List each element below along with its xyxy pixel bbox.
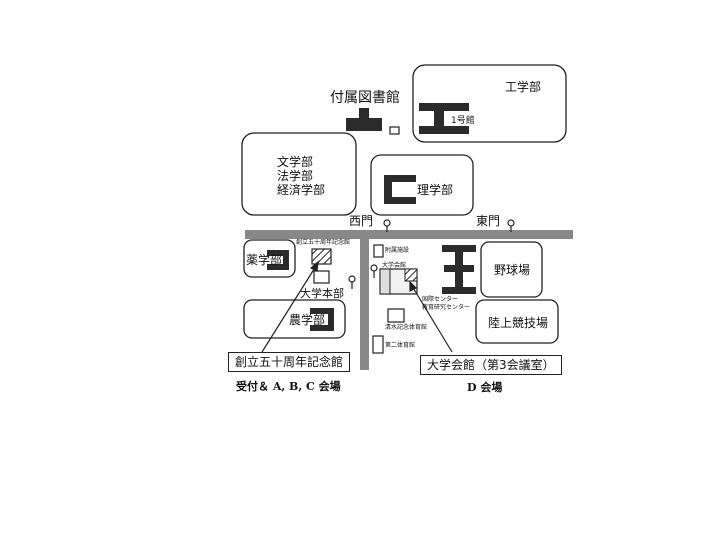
- east-building: [442, 245, 476, 294]
- roads: [245, 230, 573, 370]
- east-gate-marker: [507, 219, 515, 232]
- memorial-hall-building: [311, 248, 332, 265]
- agriculture-building: [310, 308, 334, 331]
- student-hall-building: [379, 268, 418, 295]
- engineering-label: 工学部: [505, 80, 542, 94]
- main-road-horizontal: [245, 230, 573, 239]
- shimizu-hall-building: [387, 308, 405, 323]
- student-hall-leader-line: [411, 285, 453, 353]
- track-area: [475, 299, 559, 344]
- memorial-arrowhead: [309, 260, 319, 272]
- shimizu-hall-label: 清水記念体育館: [385, 324, 428, 331]
- building-no1-label: 1号館: [451, 116, 475, 126]
- science-area: [370, 154, 474, 216]
- pharmacy-area: [243, 239, 296, 278]
- humanities-labels: 文学部 法学部 経済学部: [277, 155, 325, 197]
- memorial-venue-label: 受付＆ A, B, C 会場: [236, 380, 341, 393]
- memorial-leader-line: [261, 265, 317, 353]
- admin-marker: [348, 275, 356, 289]
- library-building: [346, 108, 382, 131]
- library-annex: [389, 126, 400, 135]
- humanities-area: [241, 132, 357, 216]
- letters-label: 文学部: [277, 155, 314, 169]
- science-building: [384, 175, 416, 204]
- baseball-area: [480, 241, 543, 298]
- building-no1: [419, 103, 469, 134]
- engineering-area: [412, 64, 567, 143]
- admin-label: 大学本部: [300, 287, 344, 300]
- memorial-small-label: 創立五十周年記念館: [296, 239, 351, 246]
- student-hall-marker: [370, 264, 378, 278]
- law-label: 法学部: [277, 169, 314, 183]
- economics-label: 経済学部: [277, 183, 326, 197]
- admin-building: [313, 270, 330, 284]
- misc-facility-building: [373, 244, 384, 258]
- student-hall-venue-label: D 会場: [467, 381, 503, 394]
- gym2-label: 第二体育館: [385, 342, 416, 349]
- student-hall-arrowhead: [409, 280, 418, 292]
- science-label: 理学部: [417, 183, 454, 197]
- memorial-callout: 創立五十周年記念館: [228, 352, 351, 372]
- center1-label: 国際センター: [422, 296, 459, 303]
- track-label: 陸上競技場: [488, 316, 549, 330]
- main-road-vertical: [360, 230, 369, 370]
- west-gate-label: 西門: [349, 214, 374, 228]
- center2-label: 教育研究センター: [422, 304, 471, 311]
- baseball-label: 野球場: [494, 263, 531, 277]
- pharmacy-building: [267, 250, 289, 270]
- west-gate-marker: [383, 219, 391, 232]
- pharmacy-label: 薬学部: [246, 253, 283, 267]
- gym2-building: [372, 335, 384, 354]
- student-hall-callout: 大学会館（第3会議室）: [420, 355, 562, 375]
- agriculture-label: 農学部: [289, 313, 326, 327]
- east-gate-label: 東門: [476, 214, 501, 228]
- library-label: 付属図書館: [330, 90, 400, 106]
- student-hall-small-label: 大学会館: [382, 262, 407, 269]
- misc-facility-label: 附属施設: [385, 247, 410, 254]
